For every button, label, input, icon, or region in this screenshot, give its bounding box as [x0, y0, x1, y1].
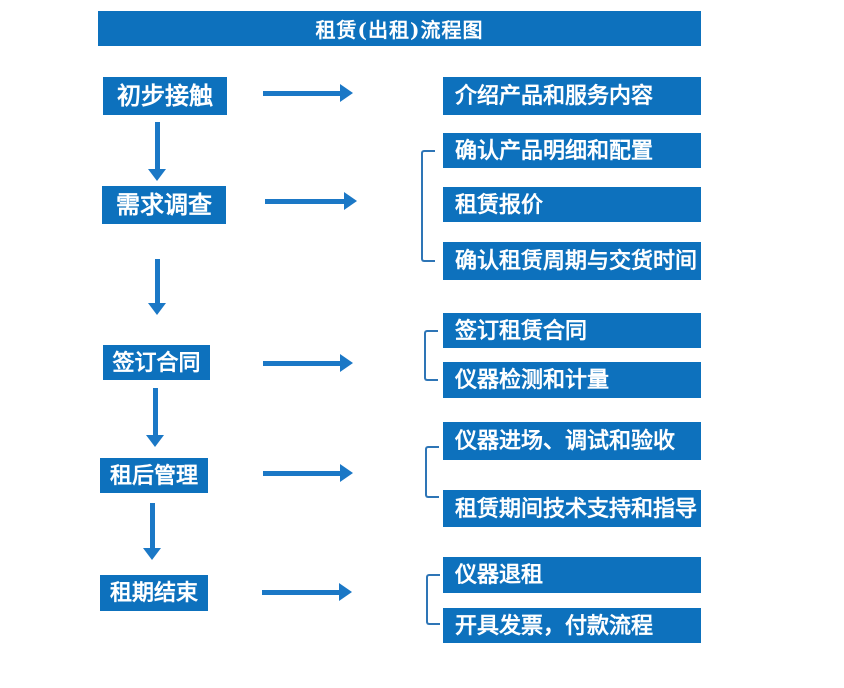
- arrow-right-1-icon: [263, 84, 353, 102]
- output-box-instrument-setup-acceptance: 仪器进场、调试和验收: [443, 422, 701, 460]
- output-box-instrument-testing: 仪器检测和计量: [443, 362, 701, 398]
- output-box-sign-rental-contract: 签订租赁合同: [443, 313, 701, 348]
- arrow-down-2-icon: [148, 259, 166, 315]
- bracket-group-sign-contract-icon: [424, 330, 438, 381]
- arrow-right-4-icon: [263, 464, 353, 482]
- arrow-right-2-icon: [265, 192, 357, 210]
- arrow-down-4-icon: [143, 503, 161, 560]
- output-box-instrument-return: 仪器退租: [443, 557, 701, 593]
- bracket-group-demand-survey-icon: [421, 150, 435, 262]
- bracket-group-rental-end-icon: [426, 574, 440, 625]
- output-box-confirm-product-details: 确认产品明细和配置: [443, 133, 701, 168]
- output-box-invoice-payment: 开具发票，付款流程: [443, 608, 701, 643]
- stage-box-demand-survey: 需求调查: [102, 186, 226, 224]
- output-box-introduce-products: 介绍产品和服务内容: [443, 77, 701, 115]
- output-box-technical-support: 租赁期间技术支持和指导: [443, 490, 701, 527]
- stage-box-rental-end: 租期结束: [100, 575, 208, 611]
- arrow-down-1-icon: [148, 122, 166, 181]
- stage-box-post-rental-management: 租后管理: [100, 458, 208, 493]
- arrow-right-3-icon: [263, 354, 353, 372]
- stage-box-initial-contact: 初步接触: [103, 77, 227, 115]
- output-box-confirm-rental-period: 确认租赁周期与交货时间: [443, 242, 701, 280]
- page-title: 租赁(出租)流程图: [98, 11, 701, 46]
- bracket-group-post-rental-icon: [425, 446, 439, 498]
- stage-box-sign-contract: 签订合同: [103, 345, 210, 380]
- arrow-right-5-icon: [262, 583, 352, 601]
- arrow-down-3-icon: [146, 388, 164, 447]
- output-box-rental-quote: 租赁报价: [443, 187, 701, 222]
